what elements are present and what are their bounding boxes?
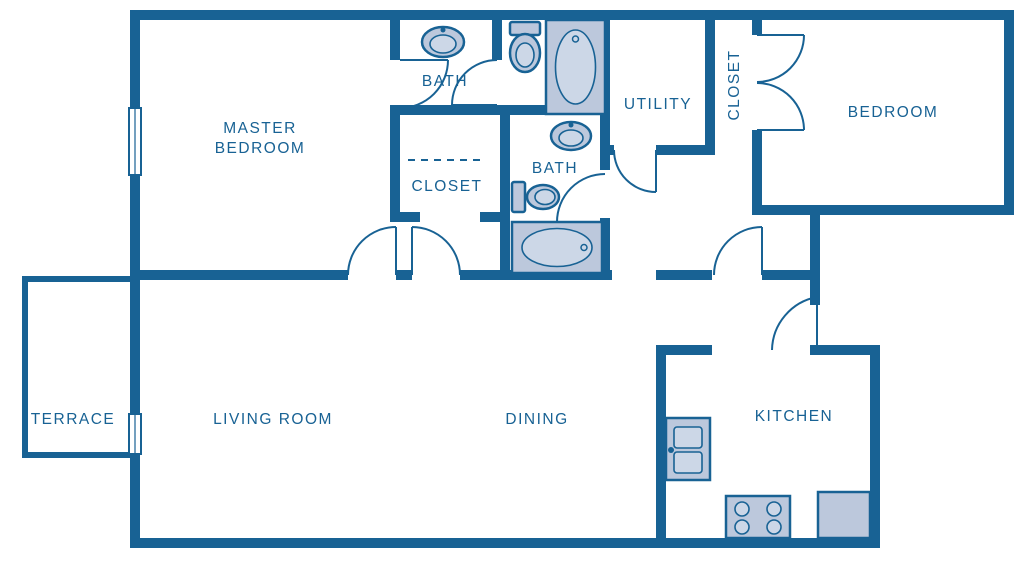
toilet-icon	[508, 20, 542, 74]
wall-segment	[390, 212, 420, 222]
counter-icon	[816, 490, 872, 540]
room-labels: MASTER BEDROOM BATH CLOSET BATH UTILITY …	[31, 49, 939, 428]
wall-segment	[755, 205, 1014, 215]
room-label-bath-2: BATH	[532, 160, 578, 177]
wall-segment	[130, 538, 880, 548]
wall-segment	[130, 10, 1014, 20]
wall-segment	[390, 105, 400, 222]
terrace-outline	[22, 276, 130, 458]
bathtub-icon	[544, 18, 607, 116]
wall-segment	[130, 10, 140, 108]
room-label-living-room: LIVING ROOM	[213, 411, 333, 428]
door-swing-icon	[411, 226, 461, 276]
wall-segment	[390, 10, 400, 60]
bathtub-icon	[510, 220, 604, 275]
room-label-bedroom: BEDROOM	[848, 104, 939, 121]
fixtures	[408, 18, 872, 540]
room-label-closet-master: CLOSET	[411, 178, 482, 195]
room-label-kitchen: KITCHEN	[755, 408, 834, 425]
room-label-master-bedroom: BEDROOM	[215, 140, 306, 157]
wall-segment	[500, 115, 510, 280]
pedestal-sink-icon	[549, 120, 593, 152]
room-label-dining: DINING	[505, 411, 568, 428]
wall-segment	[810, 280, 820, 305]
pedestal-sink-icon	[420, 25, 466, 59]
kitchen-sink-icon	[664, 416, 712, 482]
wall-segment	[396, 270, 412, 280]
room-label-terrace: TERRACE	[31, 411, 116, 428]
terrace-wall-segment	[22, 276, 28, 458]
room-label-utility: UTILITY	[624, 96, 692, 113]
wall-segment	[656, 145, 715, 155]
wall-segment	[130, 175, 140, 414]
door-swing-icon	[347, 226, 397, 276]
terrace-wall-segment	[22, 452, 130, 458]
door-swing-icon	[771, 296, 818, 351]
wall-segment	[1004, 10, 1014, 215]
room-label-bath-1: BATH	[422, 73, 468, 90]
wall-segment	[600, 115, 610, 170]
toilet-icon	[510, 180, 561, 214]
wall-segment	[600, 218, 610, 280]
wall-segment	[656, 345, 666, 538]
wall-segment	[390, 105, 610, 115]
wall-segment	[656, 345, 712, 355]
walls	[130, 10, 1014, 548]
wall-segment	[492, 10, 502, 60]
door-swing-icon	[713, 226, 763, 276]
wall-segment	[130, 270, 348, 280]
wall-segment	[752, 10, 762, 35]
room-label-closet-bedroom: CLOSET	[726, 49, 743, 120]
double-door-swing-icon	[756, 34, 805, 131]
wall-segment	[810, 215, 820, 280]
door-swing-icon	[613, 149, 657, 193]
wall-segment	[705, 10, 715, 155]
wall-segment	[752, 130, 762, 215]
door-swing-icon	[556, 173, 606, 223]
windows	[128, 107, 142, 455]
wall-segment	[870, 345, 880, 548]
wall-segment	[810, 345, 880, 355]
wall-segment	[762, 270, 820, 280]
wall-segment	[130, 454, 140, 548]
terrace-wall-segment	[22, 276, 130, 282]
stove-icon	[724, 494, 792, 540]
wall-segment	[480, 212, 510, 222]
door-swing-icon	[399, 59, 449, 109]
wall-segment	[460, 270, 612, 280]
room-label-master-bedroom: MASTER	[223, 120, 297, 137]
door-swing-icon	[451, 59, 498, 106]
wall-segment	[656, 270, 712, 280]
